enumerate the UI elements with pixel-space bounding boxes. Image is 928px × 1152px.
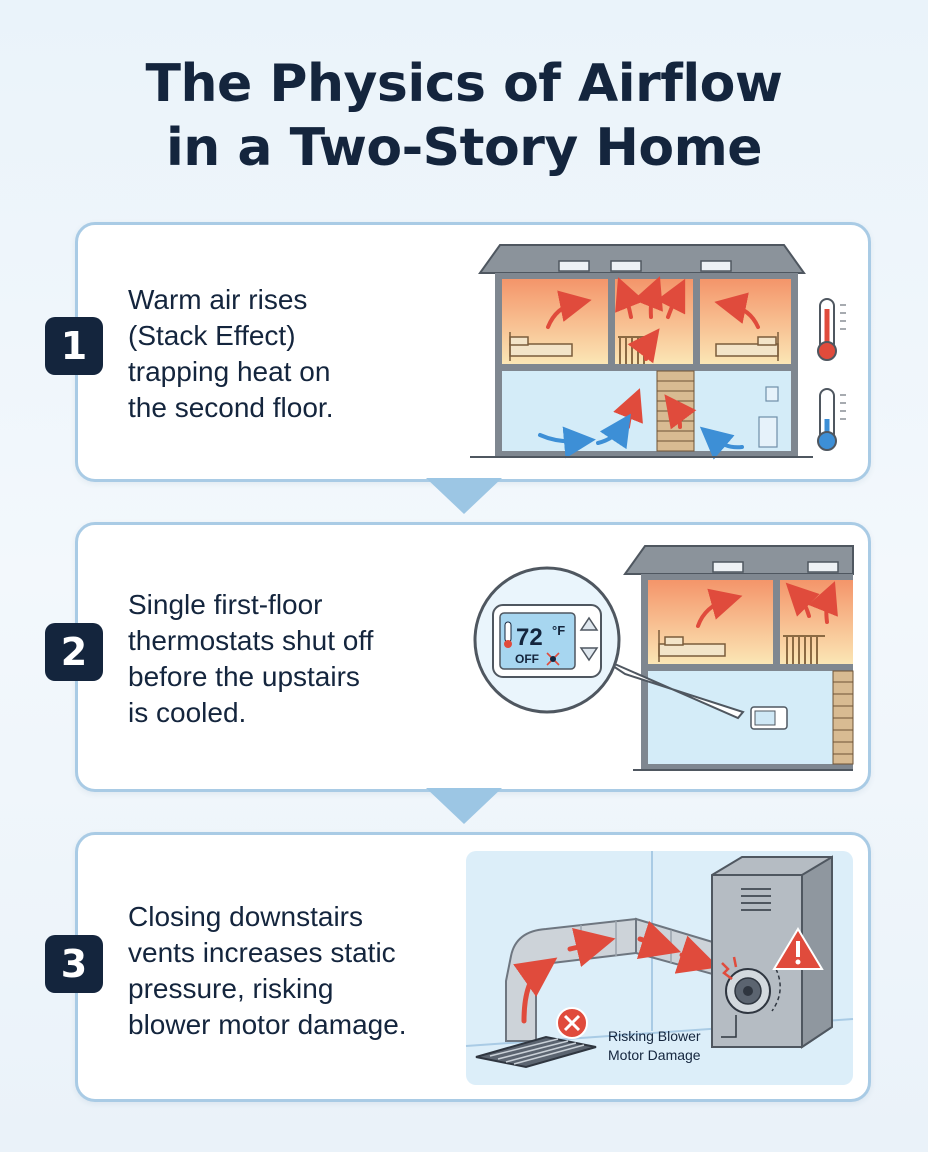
staircase (832, 670, 854, 765)
thermometer-cold-icon (817, 388, 846, 451)
callout-line-2: Motor Damage (608, 1047, 701, 1063)
roof-vent (558, 260, 732, 272)
fan-off-icon (546, 652, 560, 666)
warning-icon (772, 927, 824, 970)
lower-room (502, 371, 657, 451)
furnace-unit (711, 855, 833, 1049)
thermostat-buttons (579, 616, 599, 662)
warm-air-arrow (664, 394, 697, 430)
step-line: Warm air rises (128, 284, 308, 315)
warm-air-arrow (615, 277, 645, 319)
stack-effect-house-illustration (470, 244, 846, 460)
bed (715, 332, 779, 361)
step-line: before the upstairs (128, 661, 360, 692)
step-line: blower motor damage. (128, 1009, 407, 1040)
warm-air-arrow (656, 278, 686, 319)
step-line: the second floor. (128, 392, 334, 423)
spark-icon (721, 956, 738, 980)
thermostat-house-illustration: 72 °F OFF (473, 545, 854, 771)
thermometer-hot-icon (817, 298, 846, 361)
lower-room (648, 671, 833, 764)
blower-motor (725, 968, 771, 1014)
warm-air-arrow (546, 290, 592, 329)
step-description: Closing downstairs vents increases stati… (128, 899, 448, 1043)
roof-vent (712, 561, 744, 573)
step-description: Warm air rises (Stack Effect) trapping h… (128, 282, 448, 426)
step-line: Single first-floor (128, 589, 323, 620)
damage-arc (771, 968, 781, 1012)
bed (509, 332, 573, 361)
step-line: thermostats shut off (128, 625, 374, 656)
callout-leader (721, 1015, 737, 1038)
step-line: trapping heat on (128, 356, 331, 387)
step-line: Closing downstairs (128, 901, 363, 932)
thermostat-unit: °F (552, 623, 565, 638)
railing (783, 635, 825, 664)
thermostat-status: OFF (515, 652, 539, 666)
step-description: Single first-floor thermostats shut off … (128, 587, 448, 731)
airflow-arrow (567, 928, 616, 967)
step-number-badge: 1 (45, 317, 103, 375)
step-line: pressure, risking (128, 973, 334, 1004)
cool-air-arrow (699, 426, 744, 460)
callout-pointer (600, 657, 745, 720)
roof-vent (807, 561, 839, 573)
cool-air-arrow (596, 413, 631, 450)
title-line-2: in a Two-Story Home (165, 118, 763, 178)
page-title: The Physics of Airflow in a Two-Story Ho… (0, 52, 928, 180)
bed (658, 630, 726, 662)
static-pressure-illustration: Risking Blower Motor Damage (465, 851, 854, 1085)
warm-air-arrow (808, 581, 838, 624)
title-line-1: The Physics of Airflow (145, 54, 783, 114)
blocked-vent-icon (556, 1007, 588, 1039)
step-line: (Stack Effect) (128, 320, 296, 351)
step-line: vents increases static (128, 937, 396, 968)
closed-floor-vent (475, 1035, 597, 1069)
thermostat-temperature: 72 (516, 624, 543, 651)
airflow-arrow (513, 957, 558, 1024)
warm-air-arrow (633, 276, 663, 319)
warm-air-arrow (627, 328, 660, 364)
warm-air-arrow (696, 588, 743, 628)
step-card-1: 1 Warm air rises (Stack Effect) trapping… (45, 222, 871, 482)
airflow-arrow (674, 935, 719, 974)
down-chevron-icon (426, 788, 502, 824)
step-number-badge: 2 (45, 623, 103, 681)
warm-air-arrow (714, 292, 760, 329)
step-card-2: 2 Single first-floor thermostats shut of… (45, 522, 871, 792)
airflow-arrow (636, 920, 682, 959)
cabinet (758, 386, 779, 448)
step-line: is cooled. (128, 697, 247, 728)
callout-line-1: Risking Blower (608, 1028, 701, 1044)
wall-thermostat (750, 706, 788, 730)
cool-air-arrow (538, 426, 596, 459)
down-chevron-icon (426, 478, 502, 514)
step-number-badge: 3 (45, 935, 103, 993)
step-card-3: 3 Closing downstairs vents increases sta… (45, 832, 871, 1102)
roof (478, 244, 806, 274)
